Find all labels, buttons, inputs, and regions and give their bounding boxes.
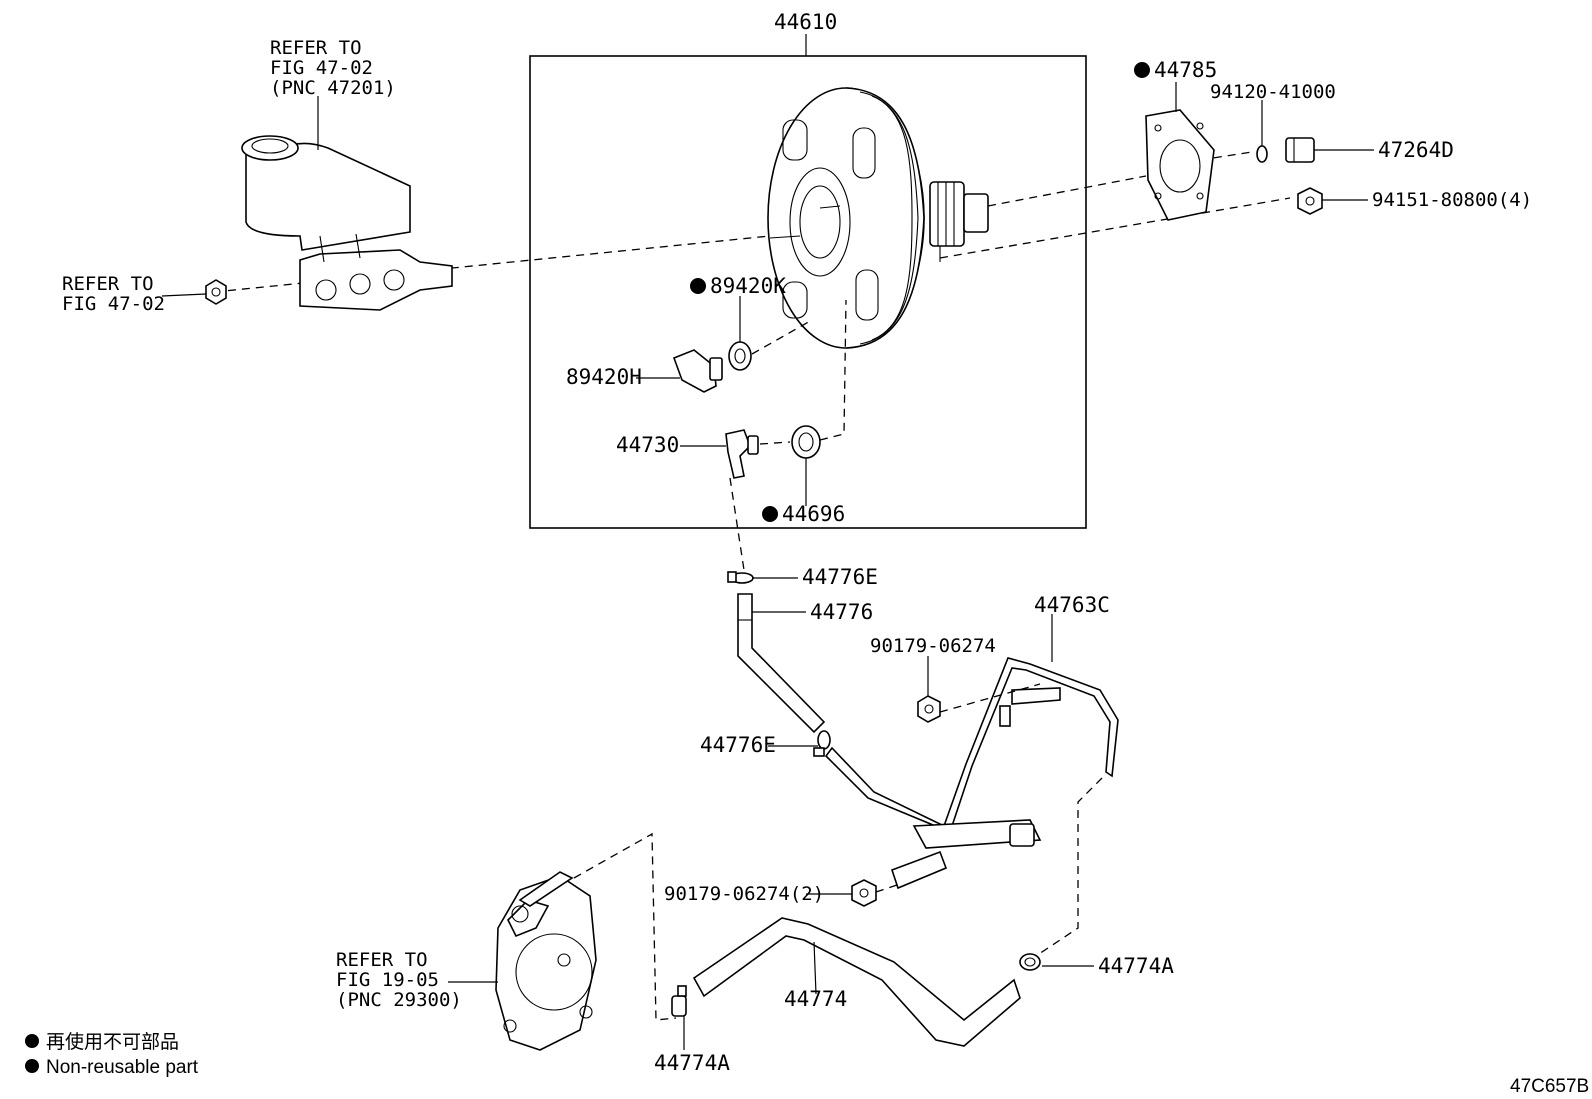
- master-cylinder-nut[interactable]: [205, 279, 227, 305]
- vacuum-hose-44774[interactable]: [692, 917, 1021, 1047]
- figure-code: 47C657B: [1510, 1076, 1589, 1097]
- hose-clip-44776E-top[interactable]: [727, 571, 754, 584]
- legend-dot-japanese: [25, 1034, 39, 1048]
- legend: 再使用不可部品 Non-reusable part: [25, 1031, 199, 1078]
- part-90179-06274-a[interactable]: 90179-06274: [870, 635, 996, 657]
- ref-master-cylinder-line3: (PNC 47201): [270, 77, 396, 99]
- part-89420H[interactable]: 89420H: [566, 365, 642, 389]
- switch-47264D[interactable]: [1285, 137, 1315, 163]
- nut-90179-a[interactable]: [917, 695, 941, 723]
- ref-vacuum-pump-line2[interactable]: FIG 19-05: [336, 969, 439, 991]
- sensor-89420H[interactable]: [672, 349, 723, 393]
- part-44785[interactable]: 44785: [1154, 58, 1217, 82]
- grommet-89420K[interactable]: [728, 341, 752, 371]
- ref-vacuum-pump-line1: REFER TO: [336, 949, 428, 971]
- vacuum-hose-44776[interactable]: [737, 593, 826, 734]
- brake-booster[interactable]: [767, 87, 989, 349]
- part-44776E-top[interactable]: 44776E: [802, 565, 878, 589]
- part-44730[interactable]: 44730: [616, 433, 679, 457]
- assembly-number[interactable]: 44610: [774, 10, 837, 34]
- part-47264D[interactable]: 47264D: [1378, 138, 1454, 162]
- part-44776[interactable]: 44776: [810, 600, 873, 624]
- non-reusable-marker-44785: [1134, 62, 1150, 78]
- part-94120-41000[interactable]: 94120-41000: [1210, 81, 1336, 103]
- legend-dot-english: [25, 1059, 39, 1073]
- part-44774A-right[interactable]: 44774A: [1098, 954, 1174, 978]
- part-94151-80800[interactable]: 94151-80800(4): [1372, 189, 1532, 211]
- legend-english: Non-reusable part: [46, 1057, 199, 1078]
- part-90179-06274-b[interactable]: 90179-06274(2): [664, 883, 824, 905]
- ref-nut-line2[interactable]: FIG 47-02: [62, 293, 165, 315]
- ref-nut-line1: REFER TO: [62, 273, 154, 295]
- ref-master-cylinder-line2[interactable]: FIG 47-02: [270, 57, 373, 79]
- hose-clip-44776E-mid[interactable]: [813, 730, 831, 757]
- part-44763C[interactable]: 44763C: [1034, 593, 1110, 617]
- brake-booster-assembly-frame: [529, 55, 1087, 529]
- grommet-44696[interactable]: [791, 425, 821, 459]
- master-cylinder[interactable]: [241, 135, 453, 311]
- booster-gasket[interactable]: [1145, 109, 1215, 221]
- check-valve-44730[interactable]: [725, 429, 759, 479]
- nut-90179-b[interactable]: [851, 879, 877, 907]
- ref-vacuum-pump-line3: (PNC 29300): [336, 989, 462, 1011]
- part-44696[interactable]: 44696: [782, 502, 845, 526]
- nut-94151[interactable]: [1297, 187, 1323, 215]
- hose-clip-44774A-bottom[interactable]: [671, 985, 687, 1017]
- clip-94120[interactable]: [1256, 145, 1268, 163]
- non-reusable-marker-44696: [762, 506, 778, 522]
- part-44774A-bottom[interactable]: 44774A: [654, 1051, 730, 1075]
- part-44774[interactable]: 44774: [784, 987, 847, 1011]
- vacuum-pipe-44763C[interactable]: [824, 657, 1119, 890]
- vacuum-pump[interactable]: [495, 871, 597, 1051]
- legend-japanese: 再使用不可部品: [46, 1031, 179, 1053]
- part-89420K[interactable]: 89420K: [710, 274, 786, 298]
- hose-clip-44774A-right[interactable]: [1019, 953, 1041, 971]
- ref-master-cylinder-line1: REFER TO: [270, 37, 362, 59]
- non-reusable-marker-89420K: [690, 278, 706, 294]
- part-44776E-mid[interactable]: 44776E: [700, 733, 776, 757]
